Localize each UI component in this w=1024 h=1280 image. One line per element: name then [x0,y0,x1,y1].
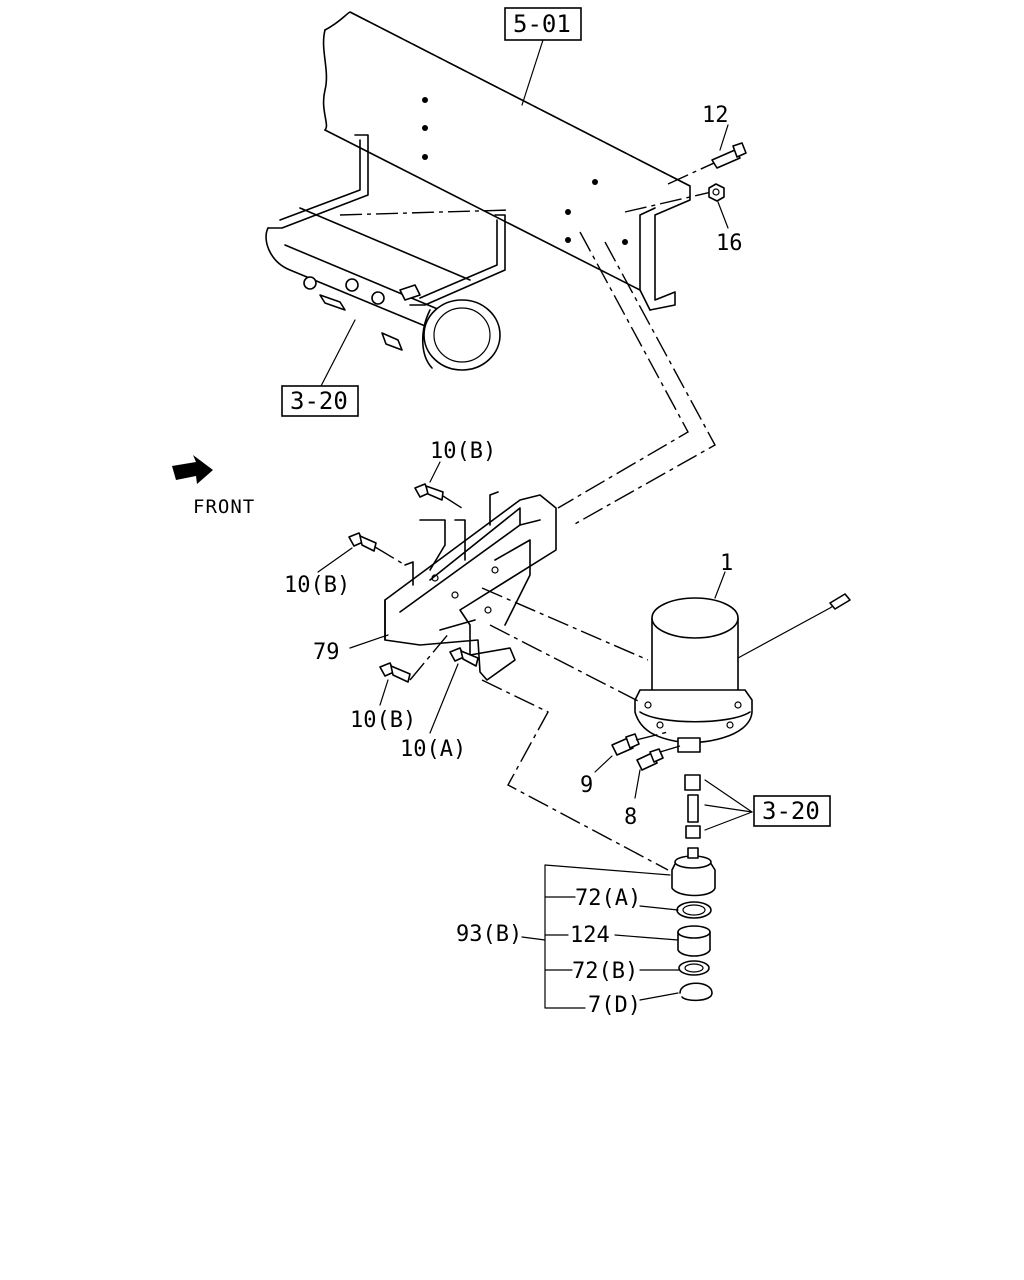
fitting-9-icon [611,733,640,756]
callout-9: 9 [580,773,593,798]
callout-72b: 72(B) [572,959,638,984]
ref-frame-label: 5-01 [513,10,571,38]
callout-10b-left: 10(B) [284,573,350,598]
fitting-8-icon [636,748,664,771]
callout-12: 12 [702,103,729,128]
bolt-12-icon [711,142,747,169]
callout-1: 1 [720,551,733,576]
front-arrow-icon [172,455,213,484]
filter-124-icon [677,925,711,957]
snap-ring-7d-icon [679,982,713,1002]
bracket-79 [384,491,557,681]
callout-16: 16 [716,231,743,256]
callout-7d: 7(D) [588,993,641,1018]
air-tank-assembly [265,134,506,371]
ref-box-tank[interactable] [281,385,359,417]
ref-pipe-label: 3-20 [762,797,820,825]
callout-124: 124 [570,923,610,948]
pipe-fittings-icon [684,774,701,839]
air-dryer-1 [634,593,851,753]
bolt-10b-bottom-icon [379,662,411,683]
bolt-10a-icon [449,647,479,667]
nut-16-icon [708,183,725,202]
callout-10b-top: 10(B) [430,439,496,464]
callout-93b: 93(B) [456,922,522,947]
callout-72a: 72(A) [575,886,641,911]
callout-79: 79 [313,640,340,665]
frame-rail [322,11,691,311]
filter-housing-icon [671,847,716,897]
seal-72b-icon [678,960,710,976]
bolt-10b-top-icon [414,483,444,501]
callout-10a: 10(A) [400,737,466,762]
bolt-10b-left-icon [348,532,377,552]
ref-box-pipe[interactable] [753,795,831,827]
ref-tank-label: 3-20 [290,387,348,415]
seal-72a-icon [676,901,712,919]
front-label: FRONT [193,496,255,518]
callout-8: 8 [624,805,637,830]
callout-10b-bottom: 10(B) [350,708,416,733]
